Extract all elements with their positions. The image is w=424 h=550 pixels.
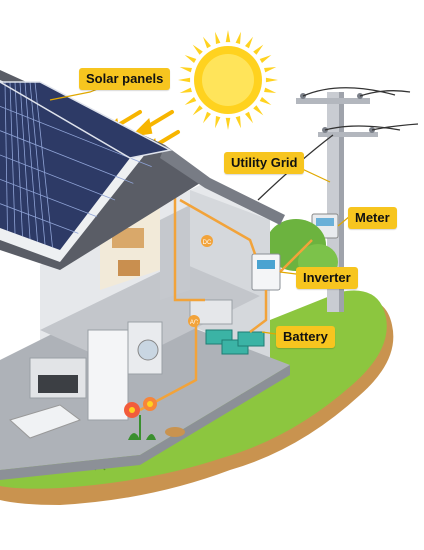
flower [124, 397, 185, 440]
house: DC AC [0, 175, 290, 480]
solar-panels-label: Solar panels [79, 68, 171, 90]
utility-grid-label: Utility Grid [224, 152, 305, 174]
battery-label: Battery [276, 326, 335, 348]
sun-icon [178, 30, 278, 130]
inverter-label: Inverter [296, 267, 358, 289]
dc-tag: DC [203, 240, 212, 246]
meter-label: Meter [348, 207, 397, 229]
ac-tag: AC [190, 320, 199, 326]
solar-panel-array [0, 81, 173, 250]
wiring [139, 180, 313, 412]
